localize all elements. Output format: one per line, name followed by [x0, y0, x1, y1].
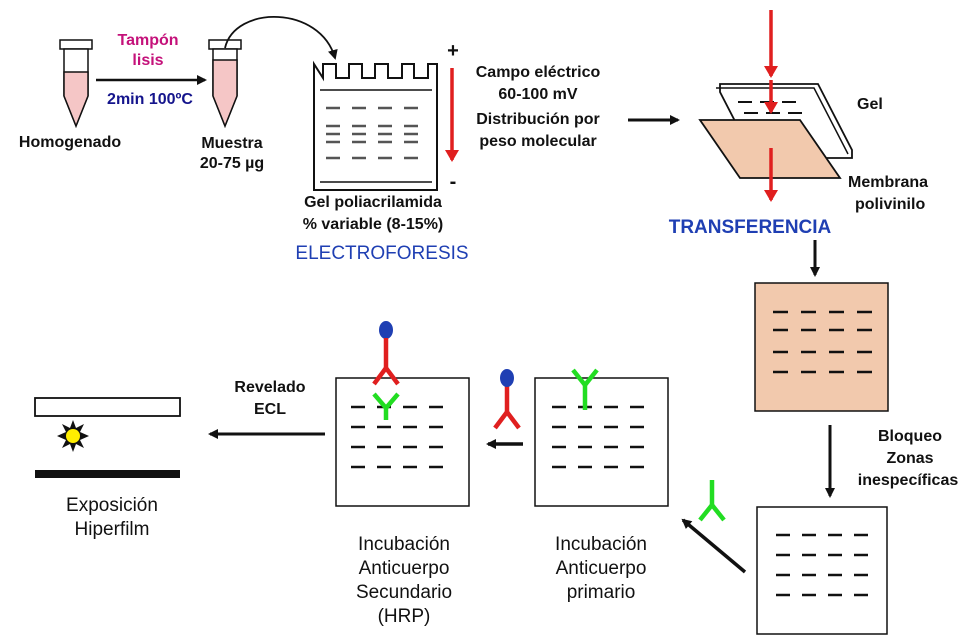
campo-label: Campo eléctrico	[476, 64, 601, 81]
membrane-bar	[35, 470, 180, 478]
time-temp-label: 2min 100ºC	[107, 91, 193, 108]
to-primary-arrow	[681, 518, 747, 574]
hiperfilm-label: Hiperfilm	[75, 519, 150, 540]
variable-label: % variable (8-15%)	[303, 216, 444, 233]
load-arrow	[224, 16, 338, 60]
secondary-incubation-membrane	[335, 321, 470, 507]
tampon-label: Tampón	[117, 32, 178, 49]
ecl-label: ECL	[254, 401, 286, 418]
voltage-label: 60-100 mV	[498, 86, 577, 103]
inc-secundario-3: Secundario	[356, 582, 452, 603]
polivinilo-label: polivinilo	[855, 196, 925, 213]
blocked-membrane	[756, 506, 888, 635]
muestra-tube-icon	[208, 39, 242, 129]
gel-label: Gel	[857, 96, 883, 113]
primary-incubation-membrane	[534, 368, 669, 507]
primary-antibody-icon	[698, 480, 726, 522]
homogenado-tube-icon	[59, 39, 93, 129]
membrane-blot	[754, 282, 889, 412]
inc-secundario-1: Incubación	[358, 534, 450, 555]
muestra-amount-label: 20-75 µg	[200, 155, 264, 172]
light-burst-icon	[57, 420, 89, 452]
zonas-label: Zonas	[886, 450, 933, 467]
secondary-antibody-icon	[493, 369, 521, 430]
plus-sign: +	[447, 40, 459, 62]
lisis-label: lisis	[132, 52, 163, 69]
inc-secundario-2: Anticuerpo	[359, 558, 450, 579]
distribucion-label: Distribución por	[476, 111, 600, 128]
muestra-label: Muestra	[201, 135, 262, 152]
electrophoresis-gel	[313, 60, 438, 191]
bloqueo-label: Bloqueo	[878, 428, 942, 445]
minus-sign: -	[450, 171, 457, 193]
transferencia-title: TRANSFERENCIA	[669, 217, 832, 238]
inc-primario-2: Anticuerpo	[556, 558, 647, 579]
electroforesis-title: ELECTROFORESIS	[295, 243, 468, 264]
inc-primario-3: primario	[567, 582, 636, 603]
membrana-label: Membrana	[848, 174, 928, 191]
peso-label: peso molecular	[479, 133, 596, 150]
inc-secundario-4: (HRP)	[378, 606, 431, 627]
gel-poli-label: Gel poliacrilamida	[304, 194, 442, 211]
revelado-label: Revelado	[234, 379, 305, 396]
homogenado-label: Homogenado	[19, 134, 121, 151]
hyperfilm-strip	[34, 397, 181, 417]
inc-primario-1: Incubación	[555, 534, 647, 555]
exposicion-label: Exposición	[66, 495, 158, 516]
inespecificas-label: inespecíficas	[858, 472, 959, 489]
